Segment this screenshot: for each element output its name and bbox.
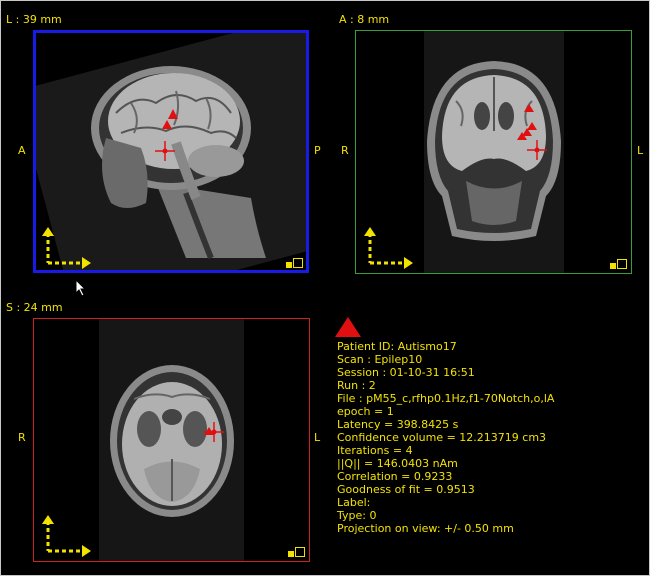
info-q-norm: ||Q|| = 146.0403 nAm (337, 457, 458, 470)
dipole-marker (517, 132, 527, 140)
view-toggle-icon[interactable] (293, 258, 303, 268)
view-toggle-icon[interactable] (288, 551, 294, 557)
dipole-marker (524, 104, 534, 112)
sagittal-left-orientation: A (18, 144, 26, 157)
dipole-marker (522, 128, 532, 136)
red-triangle-icon (335, 317, 361, 337)
axes-arrows-icon (42, 227, 91, 269)
info-iterations: Iterations = 4 (337, 444, 413, 457)
sagittal-mri-image (36, 33, 306, 270)
view-toggle-icon[interactable] (617, 259, 627, 269)
info-projection: Projection on view: +/- 0.50 mm (337, 522, 514, 535)
info-file: File : pM55_c,rfhp0.1Hz,f1-70Notch,o,lA (337, 392, 555, 405)
coronal-left-orientation: R (341, 144, 349, 157)
info-session: Session : 01-10-31 16:51 (337, 366, 475, 379)
info-label: Label: (337, 496, 371, 509)
dipole-marker (204, 427, 214, 435)
axial-mri-image (99, 319, 244, 561)
axial-view[interactable] (33, 318, 310, 562)
axes-arrows-icon (364, 227, 413, 269)
info-epoch: epoch = 1 (337, 405, 394, 418)
coronal-right-orientation: L (637, 144, 644, 157)
axial-view-label: S : 24 mm (6, 301, 63, 314)
info-run: Run : 2 (337, 379, 376, 392)
dipole-marker (162, 120, 172, 129)
sagittal-view-label: L : 39 mm (6, 13, 62, 26)
mouse-pointer-icon (75, 279, 87, 297)
axial-right-orientation: L (314, 431, 321, 444)
dipole-info-panel: Patient ID: Autismo17 Scan : Epilep10 Se… (337, 340, 554, 535)
coronal-mri-image (424, 31, 564, 273)
info-latency: Latency = 398.8425 s (337, 418, 459, 431)
info-patient-id: Patient ID: Autismo17 (337, 340, 457, 353)
sagittal-right-orientation: P (314, 144, 321, 157)
view-toggle-icon[interactable] (610, 263, 616, 269)
sagittal-view[interactable] (33, 30, 309, 273)
info-scan: Scan : Epilep10 (337, 353, 423, 366)
dipole-marker (168, 109, 178, 119)
dipole-marker (527, 122, 537, 130)
coronal-view[interactable] (355, 30, 632, 274)
axial-left-orientation: R (18, 431, 26, 444)
view-toggle-icon[interactable] (295, 547, 305, 557)
info-correlation: Correlation = 0.9233 (337, 470, 453, 483)
coronal-view-label: A : 8 mm (339, 13, 390, 26)
info-goodness-of-fit: Goodness of fit = 0.9513 (337, 483, 475, 496)
axes-arrows-icon (42, 515, 91, 557)
info-confidence-volume: Confidence volume = 12.213719 cm3 (337, 431, 547, 444)
info-type: Type: 0 (337, 509, 377, 522)
view-toggle-icon[interactable] (286, 262, 292, 268)
